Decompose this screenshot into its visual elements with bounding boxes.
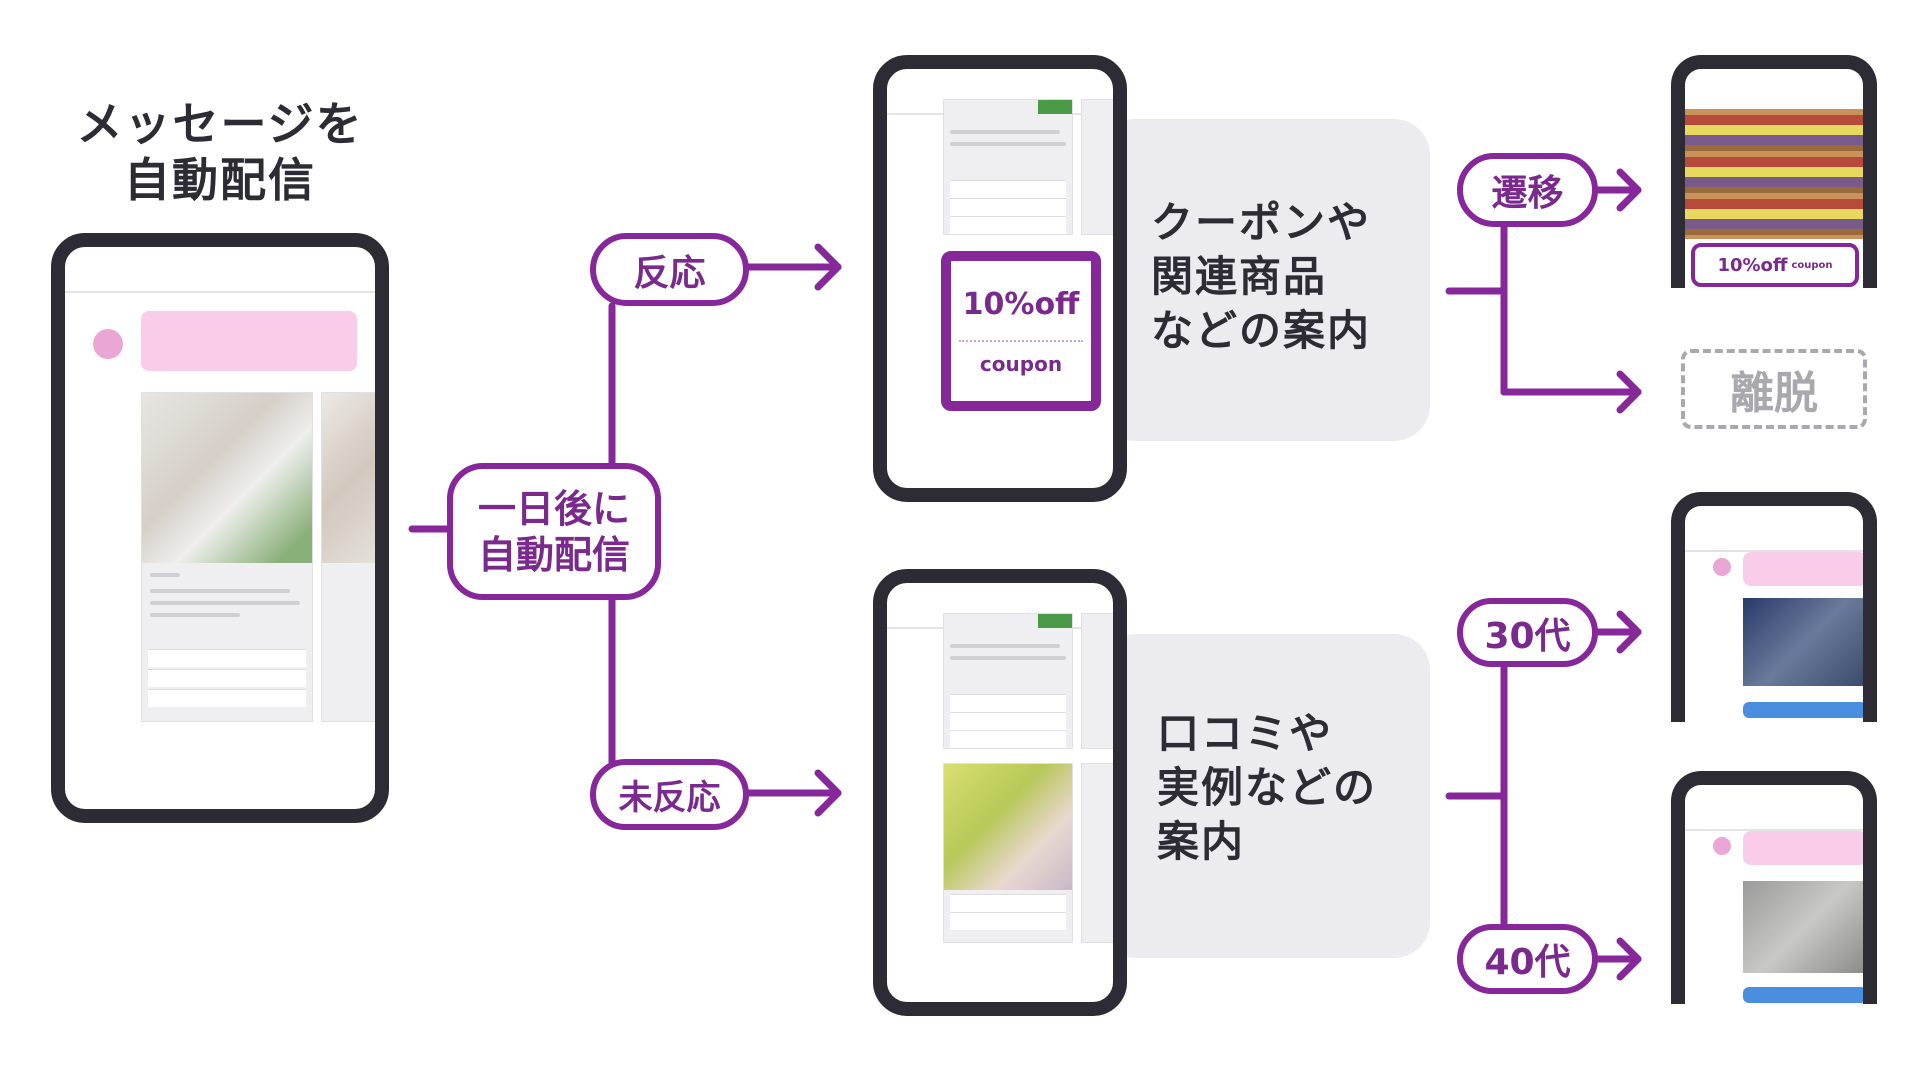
phone-review-message [873,569,1127,1016]
mini-coupon: 10%off coupon [1691,243,1859,287]
cta-button [1743,702,1863,718]
carousel-card [141,392,313,722]
carousel-card [943,613,1073,749]
phone-30s-recommendation [1671,492,1877,722]
review-info-panel [1100,634,1430,958]
message-bubble [141,311,357,371]
exit-label: 離脱 [1681,349,1867,429]
product-image [1743,598,1863,686]
auto-send-next-day-node: 一日後に 自動配信 [447,463,661,600]
avatar-icon [93,329,123,359]
node-line-1: 一日後に [477,486,630,531]
coupon-info-panel [1100,119,1430,441]
age-30s-label: 30代 [1457,598,1598,667]
carousel-card [943,99,1073,235]
coupon-label: coupon [979,352,1063,376]
title-line-1: メッセージを [76,97,364,151]
review-card [943,763,1073,943]
carousel-card [321,392,375,722]
review-info-text: 口コミや実例などの案内 [1157,709,1378,866]
arrowhead-not-reacted [814,769,842,817]
transition-label: 遷移 [1457,153,1598,227]
diagram-title: メッセージを 自動配信 [40,96,400,208]
phone-40s-recommendation [1671,771,1877,1004]
phone-coupon-message: 10%off coupon [873,55,1127,502]
product-image [1743,881,1863,973]
cta-button [1743,987,1863,1003]
not-reacted-label: 未反応 [590,759,749,830]
node-line-2: 自動配信 [477,532,630,577]
arrowhead-reacted [814,243,842,291]
phone-initial-message [51,233,389,823]
coupon-card: 10%off coupon [941,251,1101,411]
bookshelf-image [1685,109,1863,239]
phone-store-page: 10%off coupon [1671,55,1877,288]
coupon-info-text: クーポンや関連商品などの案内 [1151,198,1372,355]
card-image [142,393,312,563]
age-40s-label: 40代 [1457,924,1598,994]
reacted-label: 反応 [590,233,749,306]
title-line-2: 自動配信 [124,153,316,207]
coupon-discount: 10%off [962,287,1080,322]
